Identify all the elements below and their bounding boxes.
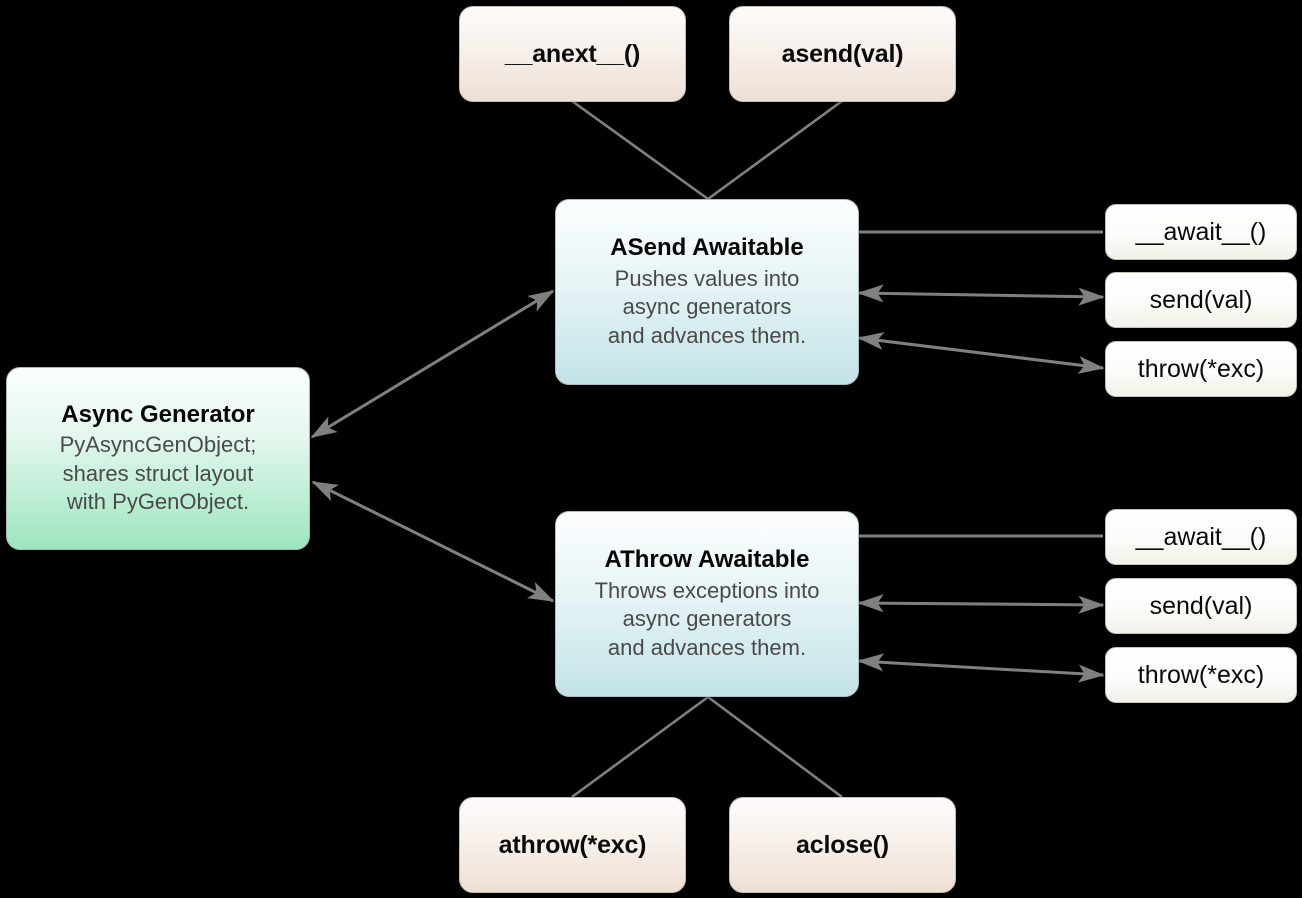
edge-gen-asend bbox=[310, 289, 555, 439]
protocol-label: send(val) bbox=[1149, 591, 1253, 620]
method-box-asend[interactable]: asend(val) bbox=[729, 6, 956, 102]
method-label: __anext__() bbox=[504, 39, 641, 68]
protocol-label: send(val) bbox=[1149, 285, 1253, 314]
edge-gen-athrow bbox=[311, 480, 555, 603]
protocol-box-athrow-send[interactable]: send(val) bbox=[1105, 578, 1297, 634]
edge-athrow-send bbox=[857, 594, 1105, 614]
protocol-label: throw(*exc) bbox=[1137, 660, 1265, 689]
node-header: Async Generator bbox=[61, 400, 255, 428]
edge-asend-send bbox=[857, 284, 1105, 306]
method-box-athrow[interactable]: athrow(*exc) bbox=[459, 797, 686, 893]
node-description: Throws exceptions into async generators … bbox=[587, 577, 828, 663]
desc-line: with PyGenObject. bbox=[66, 489, 250, 515]
protocol-box-asend-throw[interactable]: throw(*exc) bbox=[1105, 341, 1297, 397]
node-asend-awaitable[interactable]: ASend Awaitable Pushes values into async… bbox=[555, 199, 859, 385]
node-async-generator[interactable]: Async Generator PyAsyncGenObject; shares… bbox=[6, 367, 310, 550]
desc-line: and advances them. bbox=[607, 634, 807, 660]
edge-athrow-throw bbox=[857, 653, 1105, 683]
desc-line: async generators bbox=[622, 606, 792, 632]
method-label: aclose() bbox=[796, 830, 889, 859]
desc-line: Pushes values into bbox=[614, 265, 800, 291]
method-box-aclose[interactable]: aclose() bbox=[729, 797, 956, 893]
method-box-anext[interactable]: __anext__() bbox=[459, 6, 686, 102]
method-label: asend(val) bbox=[781, 39, 904, 68]
protocol-box-athrow-throw[interactable]: throw(*exc) bbox=[1105, 647, 1297, 703]
edge-aclose-to-athrowbox bbox=[707, 695, 843, 799]
node-header: AThrow Awaitable bbox=[604, 546, 810, 574]
node-description: PyAsyncGenObject; shares struct layout w… bbox=[52, 431, 265, 517]
protocol-label: __await__() bbox=[1135, 522, 1267, 551]
edge-anext-to-asend bbox=[571, 99, 709, 201]
method-label: athrow(*exc) bbox=[498, 830, 647, 859]
desc-line: and advances them. bbox=[607, 322, 807, 348]
node-header: ASend Awaitable bbox=[610, 234, 804, 262]
desc-line: async generators bbox=[622, 294, 792, 320]
protocol-box-asend-send[interactable]: send(val) bbox=[1105, 272, 1297, 328]
protocol-box-athrow-await[interactable]: __await__() bbox=[1105, 509, 1297, 565]
desc-line: Throws exceptions into bbox=[594, 577, 820, 603]
node-description: Pushes values into async generators and … bbox=[600, 265, 814, 351]
desc-line: PyAsyncGenObject; bbox=[59, 432, 257, 458]
protocol-label: throw(*exc) bbox=[1137, 354, 1265, 383]
desc-line: shares struct layout bbox=[62, 460, 254, 486]
node-athrow-awaitable[interactable]: AThrow Awaitable Throws exceptions into … bbox=[555, 511, 859, 697]
protocol-box-asend-await[interactable]: __await__() bbox=[1105, 204, 1297, 260]
edge-athrow-to-athrowbox bbox=[571, 695, 709, 799]
protocol-label: __await__() bbox=[1135, 217, 1267, 246]
edge-asend-method-to-asend bbox=[707, 99, 843, 201]
edge-asend-throw bbox=[857, 332, 1105, 374]
